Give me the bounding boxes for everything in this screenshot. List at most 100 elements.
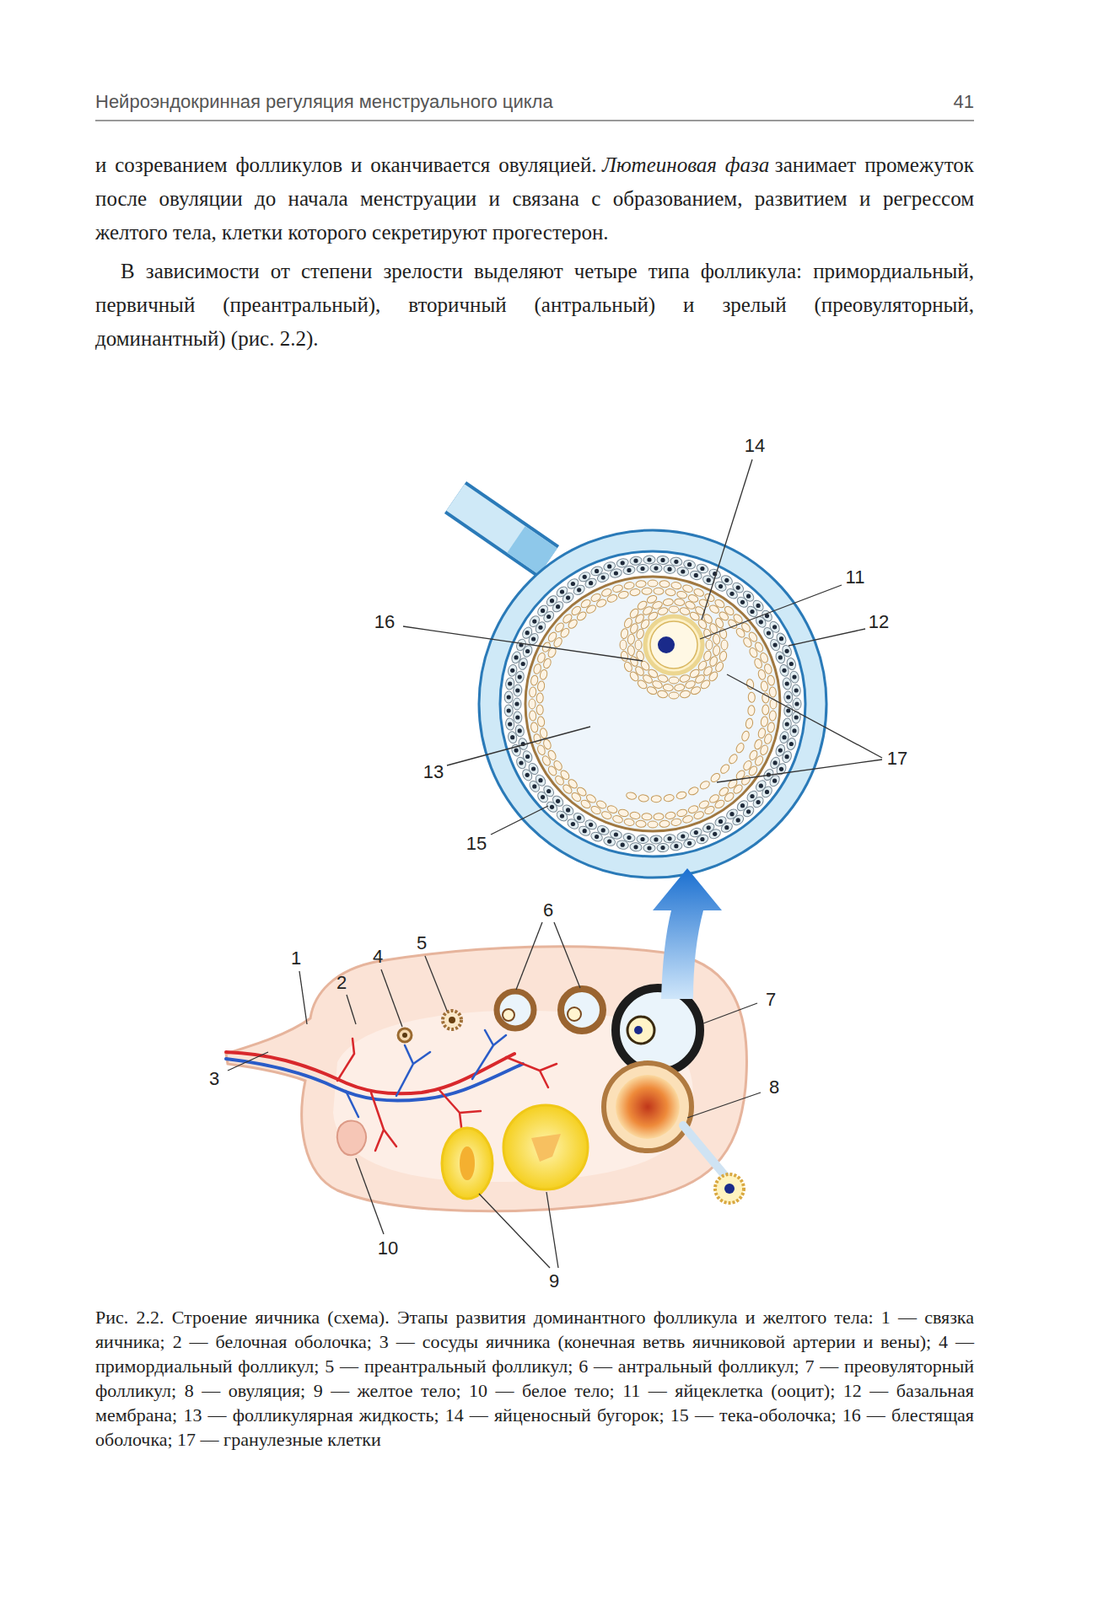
preovulatory-follicle-part xyxy=(615,988,700,1073)
cell-nucleus xyxy=(687,841,692,846)
follicle-cell xyxy=(619,640,627,651)
cell-nucleus xyxy=(694,830,699,835)
follicle-cell xyxy=(714,617,725,630)
follicle-cell xyxy=(627,634,636,646)
leader-lines-part xyxy=(490,806,549,835)
follicle-cell xyxy=(698,799,711,811)
follicle-cell xyxy=(641,587,652,596)
leader-lines-part xyxy=(425,956,447,1012)
follicle-cells xyxy=(504,555,802,853)
follicle-cell xyxy=(528,687,537,699)
follicle-cell xyxy=(635,599,648,612)
cell-nucleus xyxy=(724,578,729,583)
corpus-luteum-part xyxy=(531,1134,561,1163)
follicle-cell xyxy=(778,663,790,678)
follicle-cell xyxy=(714,661,725,673)
magnifier-handle-part xyxy=(455,497,549,562)
cell-nucleus xyxy=(781,668,786,673)
follicle-cell xyxy=(760,680,770,692)
cell-nucleus xyxy=(517,728,523,733)
preovulatory-follicle xyxy=(615,988,700,1073)
follicle-cell xyxy=(541,609,556,625)
follicle-cell xyxy=(617,808,630,819)
follicle-cell xyxy=(596,571,611,584)
cell-nucleus xyxy=(601,828,606,833)
follicle-cell xyxy=(668,606,679,614)
follicle-cell xyxy=(585,603,598,615)
follicle-cell xyxy=(753,614,768,630)
preantral-follicle xyxy=(442,1011,462,1030)
follicle-cell xyxy=(713,815,728,829)
follicle-cell xyxy=(636,834,650,845)
follicle-cell xyxy=(606,804,619,815)
leader-lines-part xyxy=(788,629,866,646)
follicle-cell xyxy=(748,749,759,762)
cell-nucleus xyxy=(680,834,685,839)
leader-lines-part xyxy=(355,1158,384,1235)
callout-number: 2 xyxy=(334,972,349,995)
follicle-cell xyxy=(516,656,529,671)
cell-nucleus xyxy=(660,558,665,563)
follicle-cell xyxy=(668,677,679,684)
ovarian-vessels-part xyxy=(345,1091,359,1118)
body-text: и созреванием фолликулов и оканчивается … xyxy=(95,153,598,177)
follicle-cell xyxy=(623,818,635,827)
cell-nucleus xyxy=(794,715,799,720)
cell-nucleus xyxy=(507,681,512,686)
cell-nucleus xyxy=(749,609,754,614)
cell-nucleus xyxy=(789,742,794,747)
body-paragraph: В зависимости от степени зрелости выделя… xyxy=(95,254,975,356)
cell-nucleus xyxy=(538,625,543,630)
leader-lines xyxy=(227,459,883,1269)
follicle-cell xyxy=(623,581,635,591)
cell-nucleus xyxy=(791,675,797,680)
follicle-cell xyxy=(595,799,608,811)
follicle-cell xyxy=(617,590,630,600)
cell-nucleus xyxy=(532,784,537,789)
callout-number: 16 xyxy=(372,611,397,634)
corpus-luteum-part xyxy=(459,1146,475,1181)
follicle-cell xyxy=(542,657,553,670)
leader-lines-part xyxy=(479,1194,550,1269)
cell-nucleus xyxy=(794,688,799,693)
cell-nucleus xyxy=(740,803,745,808)
follicle-cell xyxy=(575,785,588,798)
follicle-cell xyxy=(724,586,739,601)
callout-number: 7 xyxy=(764,989,778,1012)
follicle-cell xyxy=(575,610,588,623)
follicle-cell xyxy=(662,564,676,575)
cell-nucleus xyxy=(773,643,778,648)
follicle-cell xyxy=(552,636,564,649)
antral-follicle-part xyxy=(567,1007,582,1022)
follicle-cell xyxy=(538,727,549,740)
follicle-cell xyxy=(781,677,792,690)
primordial-follicle-part xyxy=(398,1028,412,1043)
follicle-cell xyxy=(560,803,576,819)
follicle-cell xyxy=(622,565,636,576)
follicle-cell xyxy=(514,670,526,684)
oocyte-part xyxy=(650,621,698,669)
follicle-cell xyxy=(735,798,750,813)
cell-nucleus xyxy=(531,636,536,641)
follicle-cell xyxy=(748,692,756,704)
follicle-cell xyxy=(583,576,598,590)
callout-number: 14 xyxy=(742,435,767,458)
follicle-cell xyxy=(566,618,579,630)
magnifier-handle-part xyxy=(455,497,549,562)
follicle-cell xyxy=(766,674,776,686)
follicle-cell xyxy=(757,668,767,681)
primordial-follicle xyxy=(398,1028,412,1043)
ovarian-vessels-part xyxy=(337,1038,355,1082)
follicle-cell xyxy=(783,691,793,704)
basement-membrane-part xyxy=(525,576,781,832)
cell-nucleus xyxy=(736,818,741,823)
cell-nucleus xyxy=(729,812,734,817)
cell-nucleus xyxy=(626,835,631,840)
follicle-cell xyxy=(663,794,675,803)
cell-nucleus xyxy=(740,600,745,605)
magnifier-lens-part xyxy=(500,551,806,857)
cell-nucleus xyxy=(525,754,530,759)
follicle-cell xyxy=(656,689,668,699)
cell-nucleus xyxy=(640,837,645,842)
